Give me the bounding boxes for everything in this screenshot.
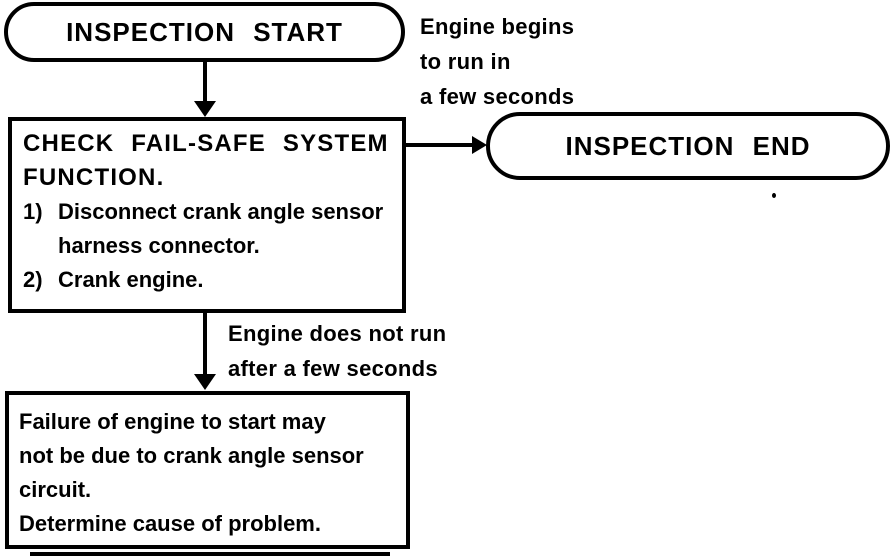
check-step-1: 1) Disconnect crank angle sensor harness…	[23, 195, 398, 263]
step-2-text: Crank engine.	[58, 263, 203, 297]
inspection-end-label: INSPECTION END	[565, 130, 811, 161]
check-fail-safe-node: CHECK FAIL-SAFE SYSTEM FUNCTION. 1) Disc…	[8, 117, 406, 313]
arrowhead-down-icon	[194, 374, 216, 390]
inspection-start-label: INSPECTION START	[66, 16, 343, 47]
check-title-line2: FUNCTION.	[23, 164, 165, 191]
step-1-number: 1)	[23, 199, 43, 224]
arrowhead-right-icon	[472, 136, 487, 154]
check-title-line1: CHECK FAIL-SAFE SYSTEM	[23, 130, 389, 157]
result-line1: Failure of engine to start may	[19, 409, 326, 434]
step-1-text: Disconnect crank angle sensor harness co…	[58, 195, 383, 263]
engine-begins-line1: Engine begins	[420, 14, 575, 39]
result-line4: Determine cause of problem.	[19, 511, 321, 536]
inspection-end-node: INSPECTION END	[486, 112, 890, 180]
engine-begins-line2: to run in	[420, 49, 511, 74]
result-text: Failure of engine to start may not be du…	[19, 405, 402, 541]
check-title: CHECK FAIL-SAFE SYSTEM FUNCTION.	[23, 127, 398, 195]
step-1-line2: harness connector.	[58, 233, 260, 258]
result-node: Failure of engine to start may not be du…	[5, 391, 410, 549]
engine-does-not-run-label: Engine does not run after a few seconds	[228, 316, 446, 386]
engine-begins-line3: a few seconds	[420, 84, 575, 109]
arrowhead-down-icon	[194, 101, 216, 117]
check-step-2: 2) Crank engine.	[23, 263, 398, 297]
step-1-line1: Disconnect crank angle sensor	[58, 199, 384, 224]
inspection-start-node: INSPECTION START	[4, 2, 405, 62]
scan-artifact-bar	[30, 552, 390, 556]
connector-check-to-result	[203, 313, 207, 376]
scan-artifact-dot	[772, 193, 776, 198]
connector-check-to-end	[406, 143, 474, 147]
step-2-number: 2)	[23, 267, 43, 292]
no-branch-line1: Engine does not run	[228, 321, 447, 346]
step-2-line1: Crank engine.	[58, 267, 204, 292]
no-branch-line2: after a few seconds	[228, 356, 438, 381]
connector-start-to-check	[203, 60, 207, 105]
engine-begins-label: Engine begins to run in a few seconds	[420, 9, 574, 114]
result-line3: circuit.	[19, 477, 92, 502]
result-line2: not be due to crank angle sensor	[19, 443, 364, 468]
